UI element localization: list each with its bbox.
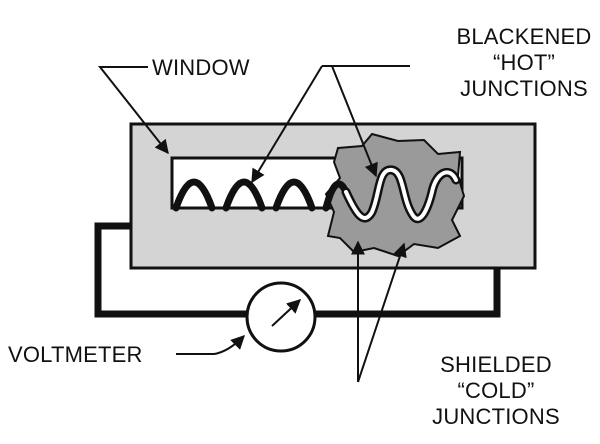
hot-junction-leader-left xyxy=(251,65,323,184)
cold-junction-leader-right xyxy=(357,242,407,383)
cold-junctions-label-line2: “COLD” xyxy=(458,378,535,403)
window-leader-arrow xyxy=(97,66,169,155)
cold-junction-coils xyxy=(344,168,458,221)
window-label: WINDOW xyxy=(152,55,250,80)
voltmeter-label: VOLTMETER xyxy=(8,342,143,367)
hot-junctions-label-line3: JUNCTIONS xyxy=(460,76,588,101)
cold-junction-shield xyxy=(324,132,466,258)
cold-junctions-label-line3: JUNCTIONS xyxy=(432,404,560,429)
hot-junctions-label-line1: BLACKENED xyxy=(456,24,591,49)
voltmeter-needle xyxy=(271,299,302,327)
cold-junctions-label-line1: SHIELDED xyxy=(440,352,552,377)
hot-junction-loops xyxy=(172,178,350,212)
hot-junctions-label-line2: “HOT” xyxy=(493,50,555,75)
circuit-wire xyxy=(94,222,501,318)
hot-junction-leader-right xyxy=(331,65,378,178)
voltmeter-leader-arrow xyxy=(176,335,245,355)
